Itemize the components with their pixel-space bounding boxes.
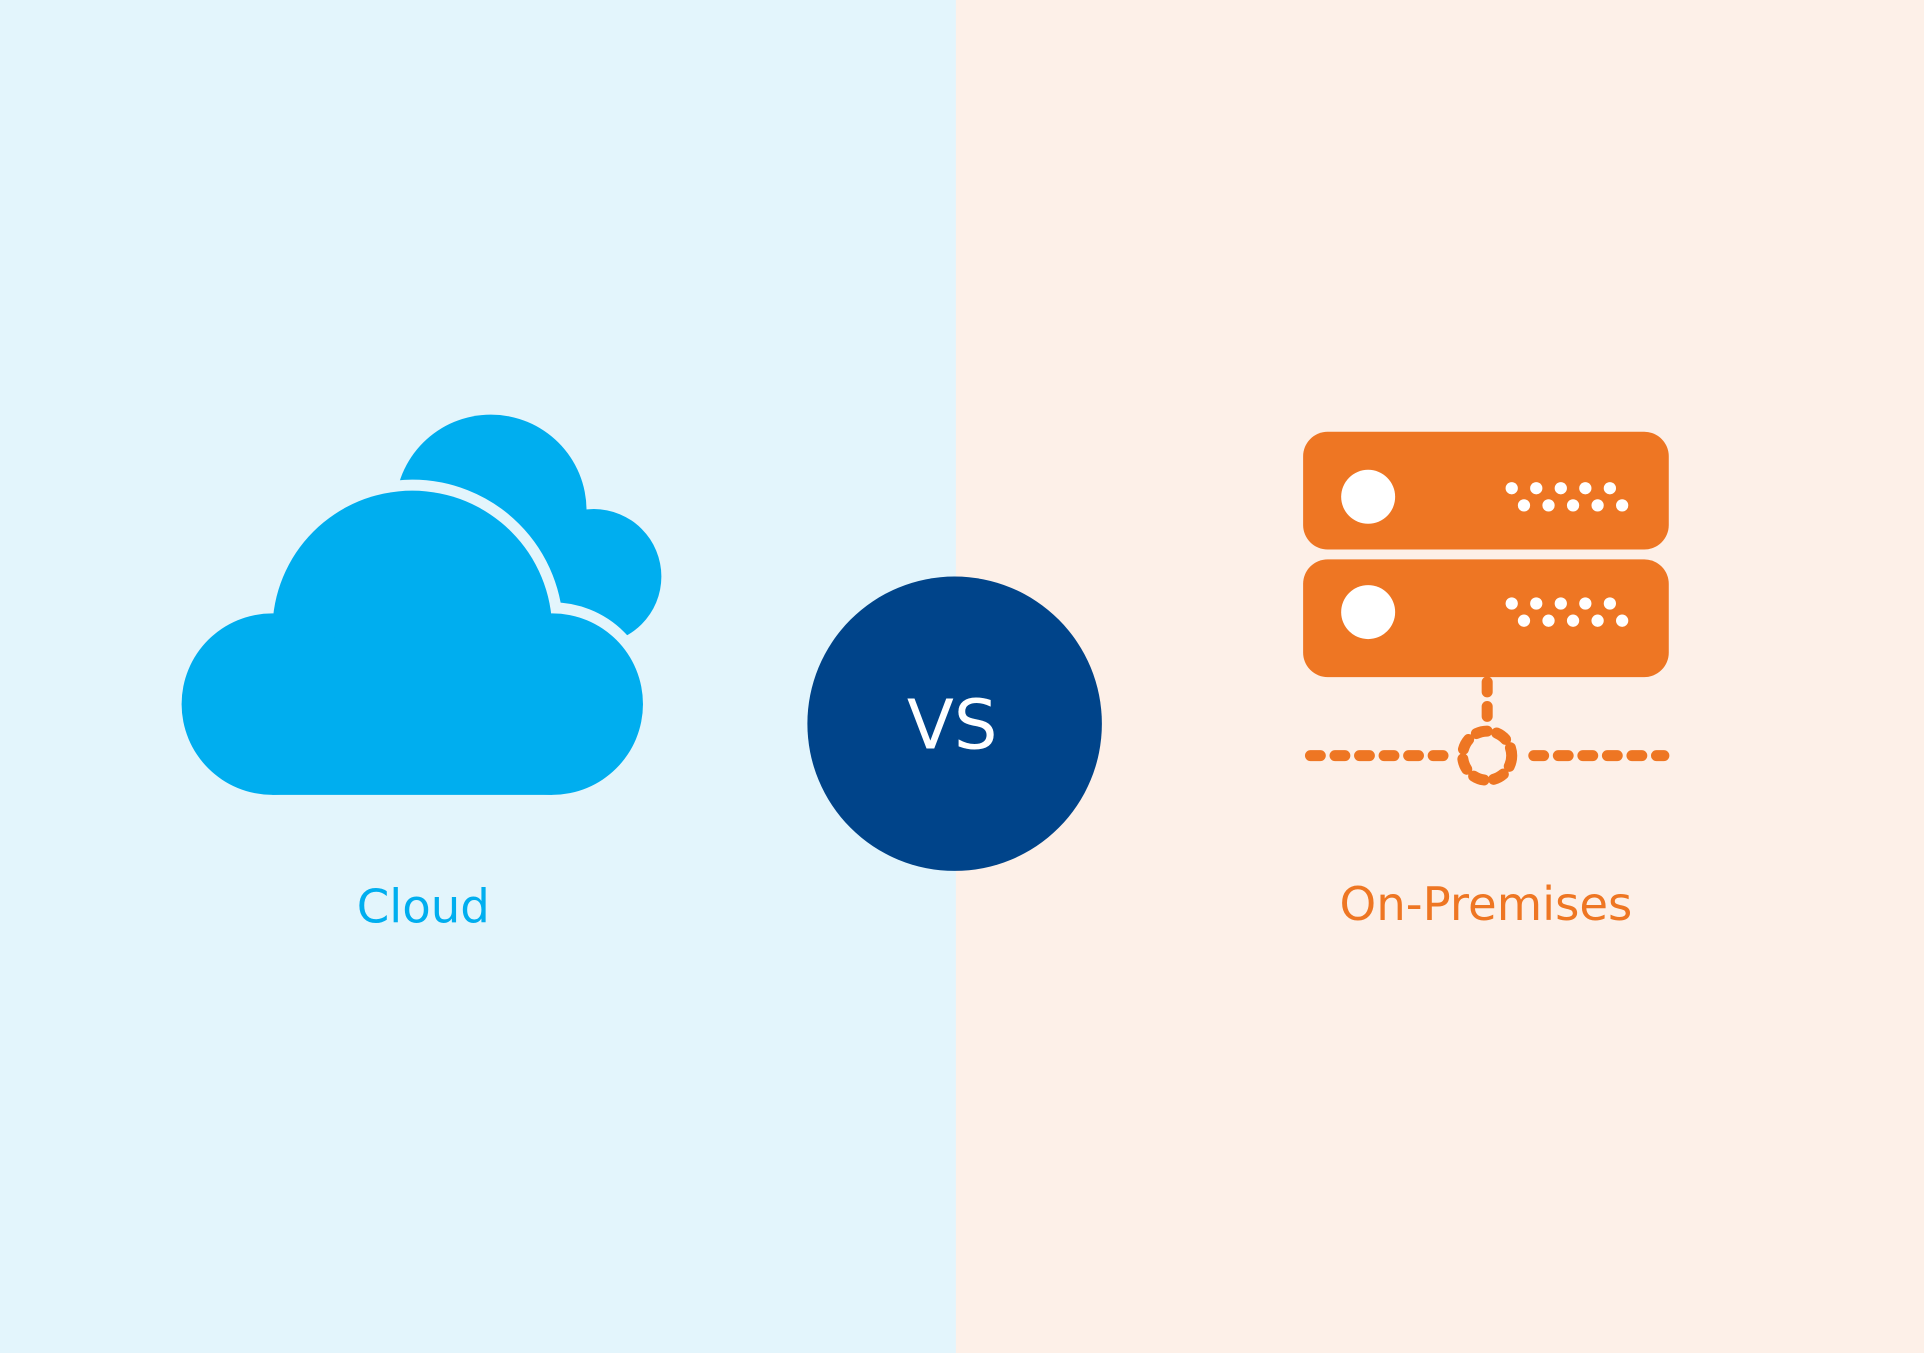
vs-badge: VS xyxy=(807,576,1102,871)
vs-label: VS xyxy=(907,685,998,765)
server-network-icon xyxy=(1303,431,1670,786)
cloud-icon xyxy=(170,414,662,806)
on-premises-label: On-Premises xyxy=(1340,877,1633,931)
cloud-label: Cloud xyxy=(357,879,490,933)
